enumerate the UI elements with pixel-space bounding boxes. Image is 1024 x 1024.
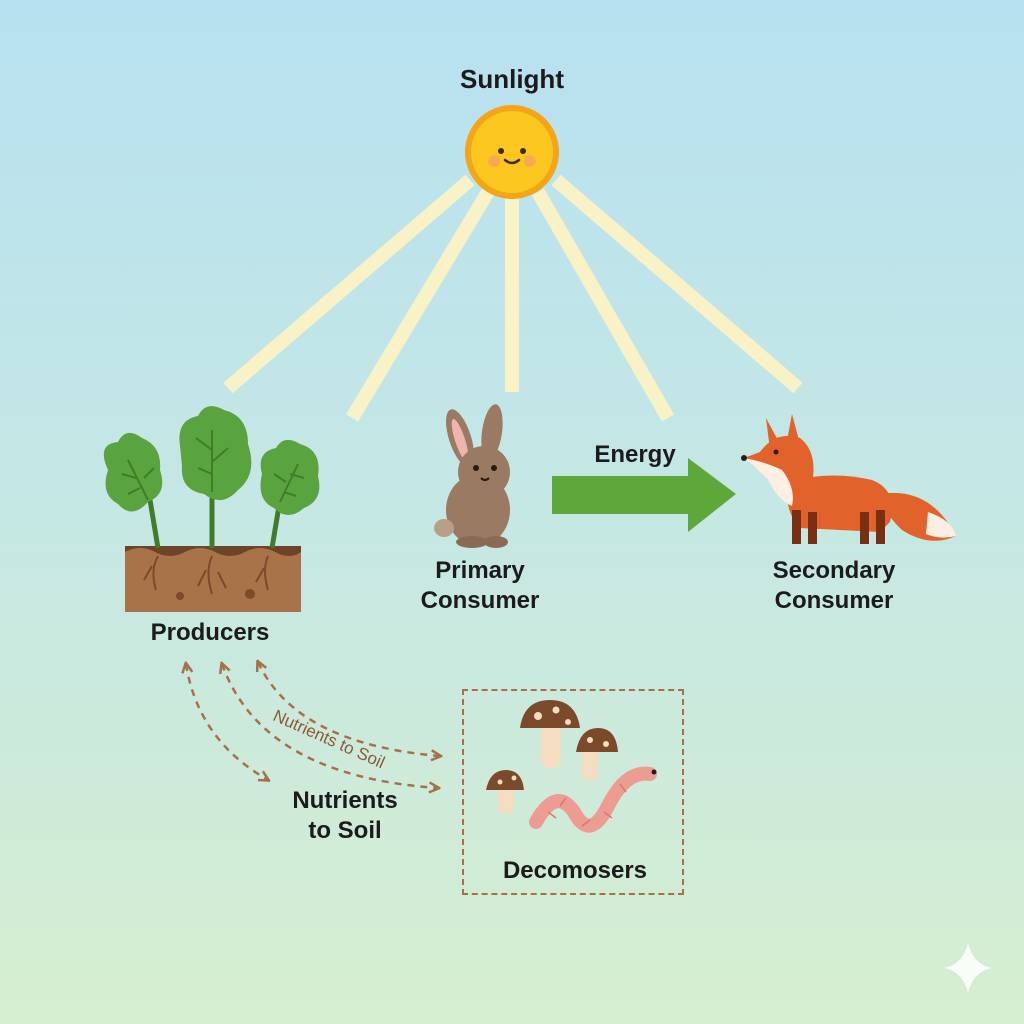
energy-label: Energy <box>594 441 676 468</box>
secondary-consumer-label: Secondary Consumer <box>734 556 934 616</box>
primary-consumer-label-line1: Primary <box>435 557 525 584</box>
sunlight-label: Sunlight <box>460 64 564 94</box>
energy-arrow <box>552 458 736 532</box>
primary-consumer-label-line2: Consumer <box>420 587 540 614</box>
nutrients-to-soil-label: Nutrients to Soil <box>250 786 440 846</box>
nutrient-arrows <box>186 662 440 788</box>
sparkle-icon <box>944 942 992 994</box>
plants-icon <box>103 406 320 612</box>
secondary-consumer-label-line2: Consumer <box>774 587 894 614</box>
worm-icon <box>529 766 657 833</box>
fox-icon <box>741 414 956 544</box>
nutrients-label-line1: Nutrients <box>292 787 398 814</box>
sun-rays <box>223 174 803 422</box>
mushroom-icon <box>486 700 618 814</box>
primary-consumer-label: Primary Consumer <box>390 556 570 616</box>
producers-label: Producers <box>150 619 270 646</box>
sun-icon <box>465 105 559 199</box>
secondary-consumer-label-line1: Secondary <box>772 557 896 584</box>
rabbit-icon <box>434 404 510 548</box>
decomposers-label: Decomosers <box>502 857 648 884</box>
decomposers-box <box>462 689 684 895</box>
nutrients-label-line2: to Soil <box>308 817 382 844</box>
